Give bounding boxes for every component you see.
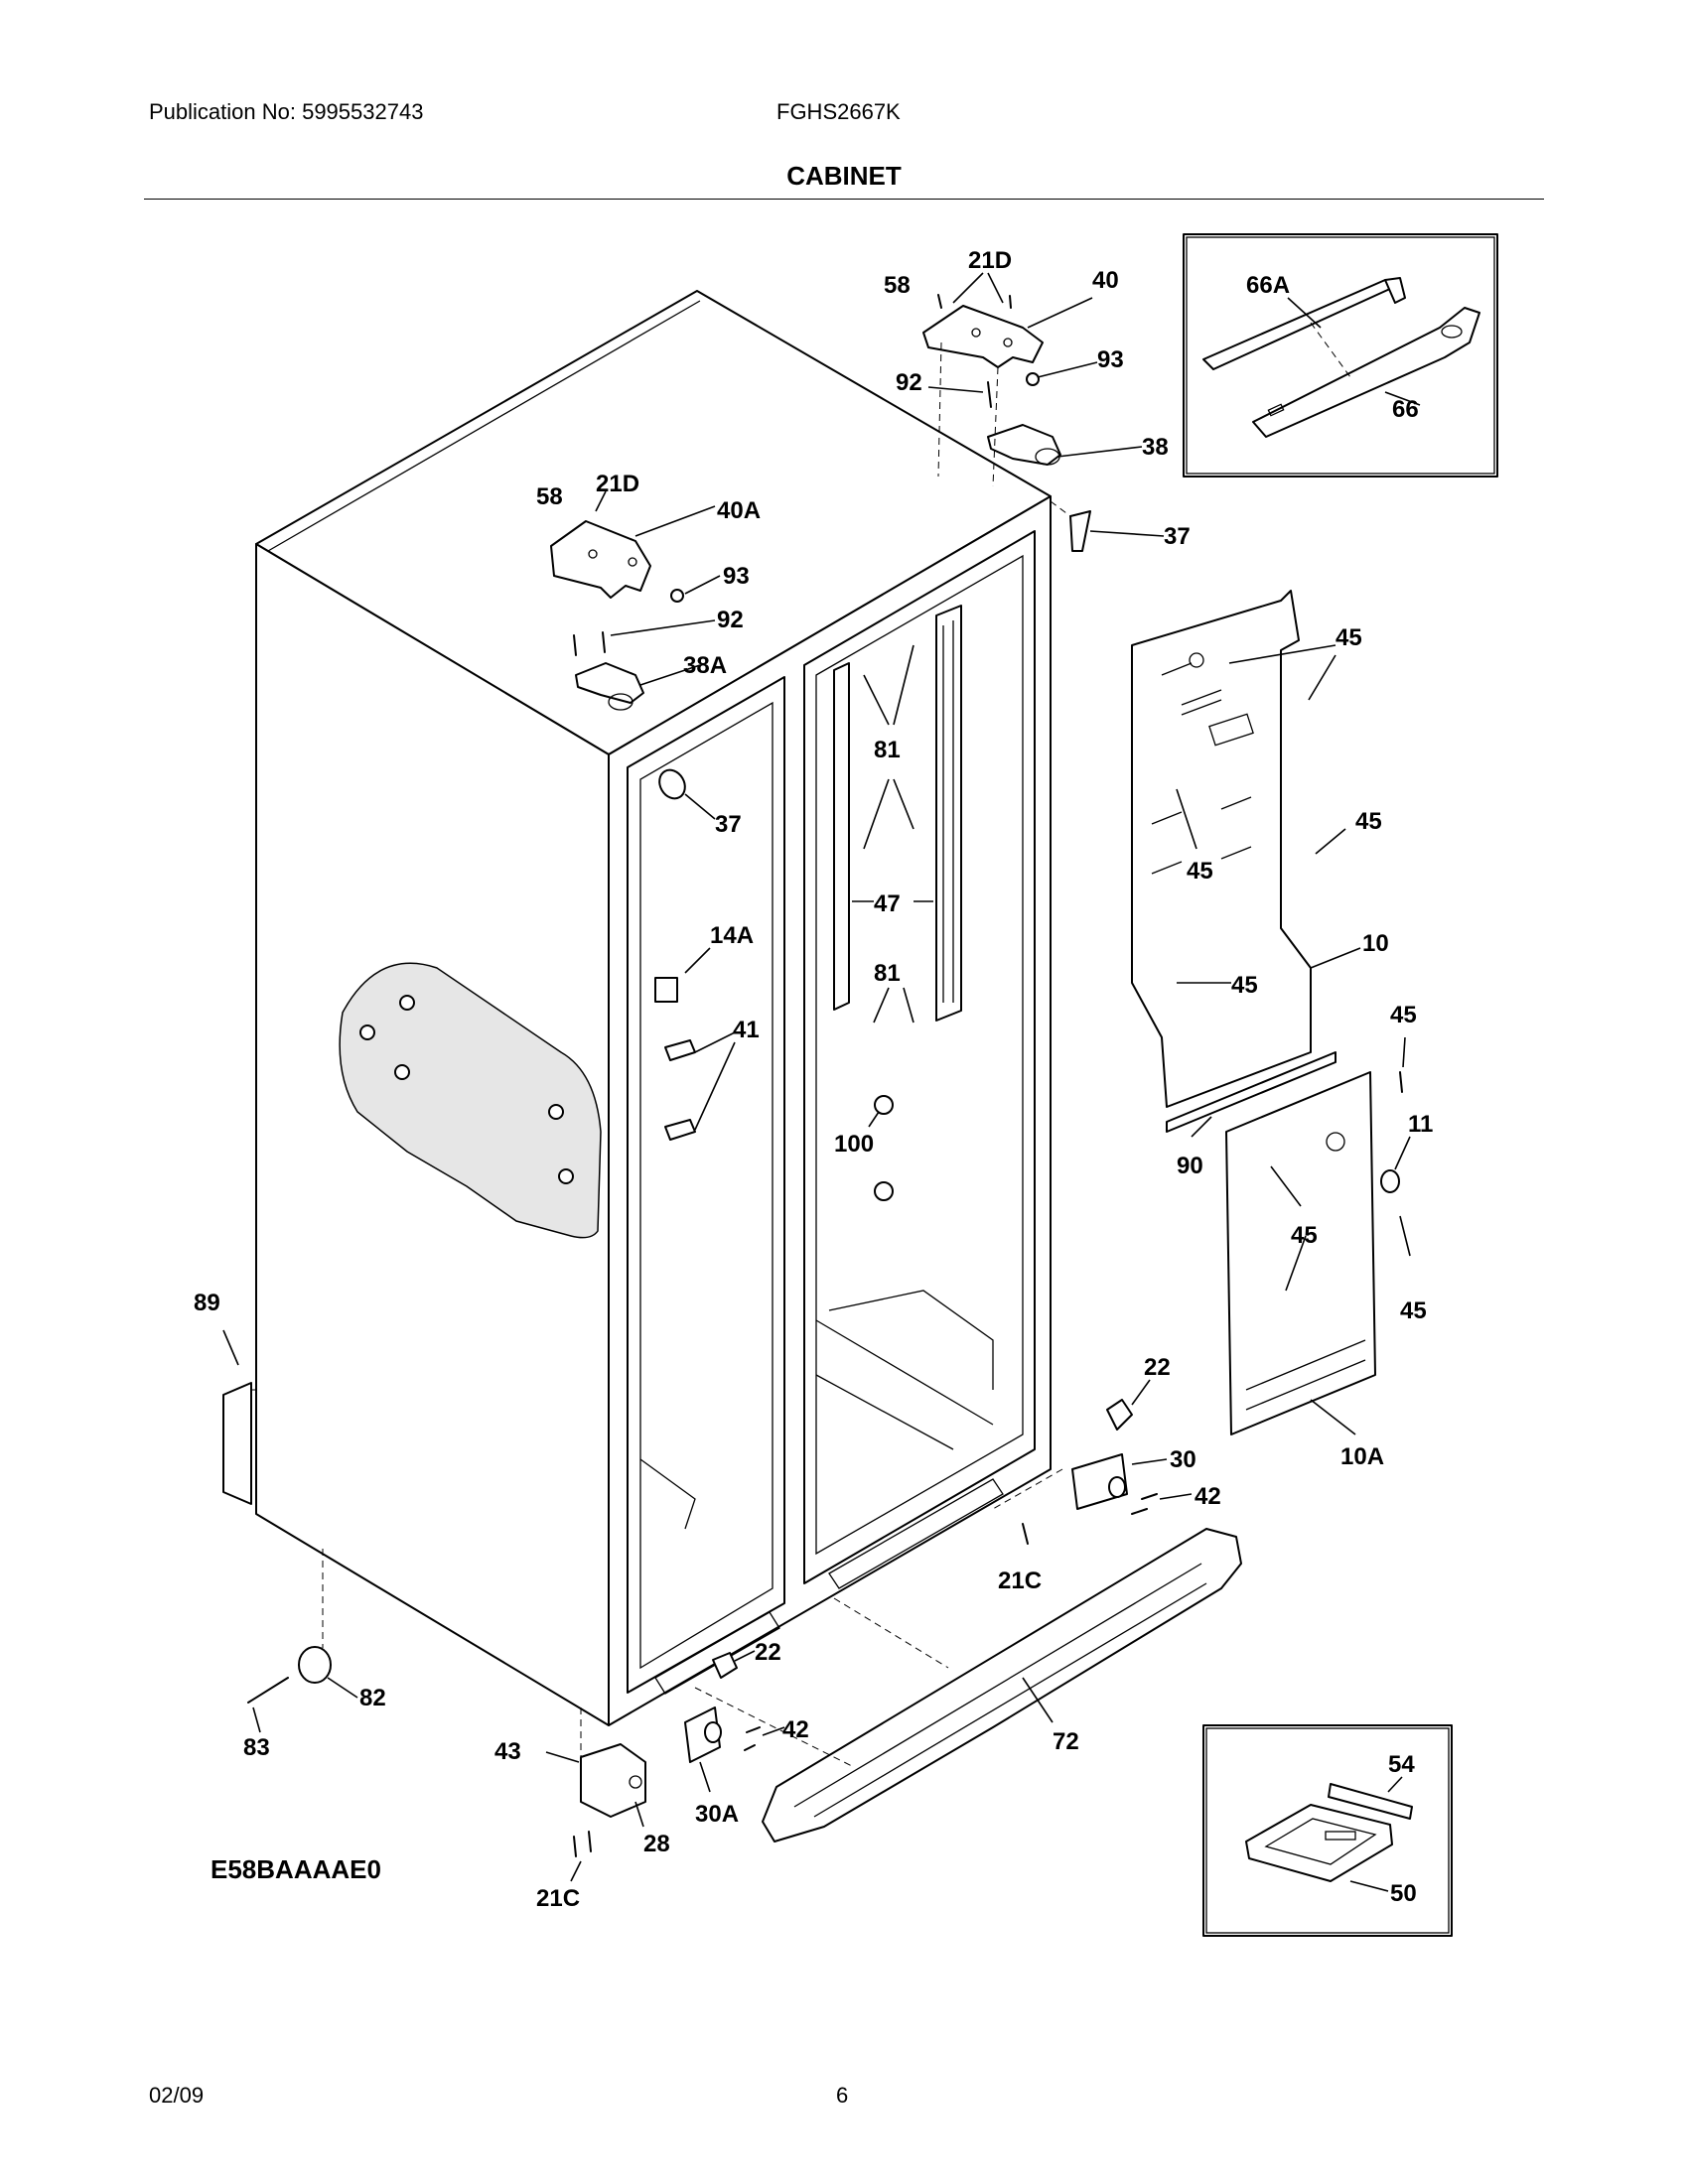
vent-slots [1245, 1339, 1366, 1411]
callout-21C: 21C [536, 1885, 580, 1912]
callout-11: 11 [1408, 1111, 1433, 1138]
callout-47: 47 [874, 890, 901, 917]
callout-81: 81 [874, 960, 901, 987]
callout-45: 45 [1355, 808, 1382, 835]
callout-43: 43 [494, 1738, 521, 1765]
callout-labels: 58 21D 40 93 92 38 37 58 21D 40A 93 92 3… [194, 247, 1433, 1912]
callout-10: 10 [1362, 930, 1389, 957]
callout-93: 93 [723, 563, 750, 590]
plug-37-freezer [658, 768, 716, 820]
supports-100 [868, 1095, 894, 1201]
switch-14A [654, 947, 711, 1003]
callout-82: 82 [359, 1685, 386, 1711]
footer-date: 02/09 [149, 2083, 205, 2108]
header-rule [144, 199, 1544, 200]
plugs-41 [664, 1031, 736, 1141]
publication-number: Publication No: 5995532743 [149, 99, 424, 124]
callout-22: 22 [1144, 1354, 1171, 1381]
bracket-66A-shape [1202, 279, 1393, 370]
side-panel-insulation [339, 962, 602, 1239]
top-hinge-left [550, 490, 721, 711]
callout-45: 45 [1187, 858, 1213, 885]
rear-panel-10 [1131, 590, 1361, 1108]
panel-89 [222, 1329, 256, 1505]
callout-37: 37 [1164, 523, 1191, 550]
callout-22: 22 [755, 1639, 781, 1666]
callout-38: 38 [1142, 434, 1169, 461]
callout-93: 93 [1097, 346, 1124, 373]
callout-92: 92 [717, 607, 744, 633]
callout-28: 28 [643, 1831, 670, 1857]
inset-hinge-brackets [1183, 233, 1498, 478]
callout-40A: 40A [717, 497, 761, 524]
callout-90: 90 [1177, 1153, 1203, 1179]
callout-83: 83 [243, 1734, 270, 1761]
inset-control-housing [1202, 1724, 1453, 1937]
callout-37: 37 [715, 811, 742, 838]
page-title: CABINET [786, 161, 902, 191]
plug-37-top [1050, 500, 1165, 552]
callout-45: 45 [1390, 1002, 1417, 1028]
callout-10A: 10A [1340, 1443, 1384, 1470]
page-number: 6 [836, 2083, 849, 2108]
callout-54: 54 [1388, 1751, 1415, 1778]
callout-21C: 21C [998, 1568, 1042, 1594]
callout-14A: 14A [710, 922, 754, 949]
strip-90 [1166, 1051, 1336, 1138]
roller-bracket-left [684, 1650, 785, 1793]
callout-50: 50 [1390, 1880, 1417, 1907]
callout-45: 45 [1291, 1222, 1318, 1249]
callout-42: 42 [1195, 1483, 1221, 1510]
callout-45: 45 [1400, 1297, 1427, 1324]
callout-30: 30 [1170, 1446, 1196, 1473]
callout-100: 100 [834, 1131, 874, 1158]
top-hinge-right [922, 272, 1143, 487]
diagram-code: E58BAAAAE0 [211, 1854, 381, 1884]
callout-38A: 38A [683, 652, 727, 679]
callout-21D: 21D [968, 247, 1012, 274]
callout-66A: 66A [1246, 272, 1290, 299]
relay-43 [545, 1707, 646, 1882]
callout-45: 45 [1336, 624, 1362, 651]
callout-66: 66 [1392, 396, 1419, 423]
callout-41: 41 [733, 1017, 760, 1043]
callout-30A: 30A [695, 1801, 739, 1828]
callout-21D: 21D [596, 471, 639, 497]
shelf-rails [833, 605, 962, 1024]
model-number: FGHS2667K [776, 99, 901, 124]
callout-58: 58 [884, 272, 911, 299]
leveler-82 [247, 1549, 358, 1733]
callout-45: 45 [1231, 972, 1258, 999]
callout-58: 58 [536, 483, 563, 510]
callout-40: 40 [1092, 267, 1119, 294]
callout-42: 42 [782, 1716, 809, 1743]
callout-72: 72 [1053, 1728, 1079, 1755]
callout-92: 92 [896, 369, 922, 396]
toe-grille-72 [694, 1528, 1242, 1843]
callout-81: 81 [874, 737, 901, 763]
bracket-66-shape [1384, 277, 1406, 304]
roller-bracket-right [992, 1379, 1193, 1545]
lower-panel-10A [1225, 1036, 1411, 1435]
callout-89: 89 [194, 1290, 220, 1316]
